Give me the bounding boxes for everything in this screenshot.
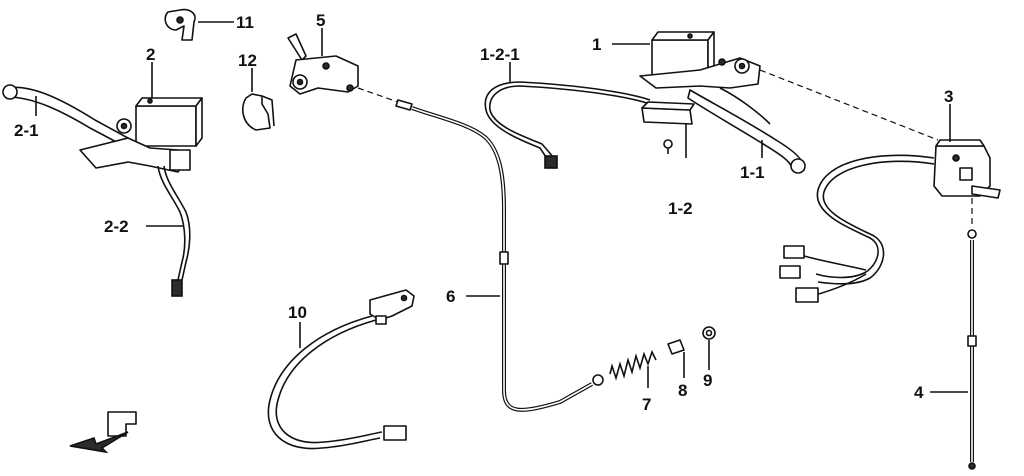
part-9-nut (702, 326, 716, 340)
callout-1-2-1: 1-2-1 (480, 45, 520, 64)
callout-12: 12 (238, 51, 257, 70)
part-6-brake-cable (395, 99, 604, 412)
callout-3: 3 (944, 87, 953, 106)
callout-1: 1 (592, 35, 601, 54)
part-1-2-brake-switch (641, 101, 695, 154)
part-3-throttle-housing (779, 139, 1001, 303)
part-4-throttle-cable (967, 229, 977, 470)
part-11-clip (164, 8, 196, 41)
callout-4: 4 (914, 383, 924, 402)
callout-9: 9 (703, 371, 712, 390)
part-5-lever-bracket (287, 33, 399, 103)
callout-6: 6 (446, 287, 455, 306)
part-10-switch-wire (267, 289, 415, 450)
callout-8: 8 (678, 381, 687, 400)
callout-labels: 2 2-1 2-2 11 12 5 1-2-1 1 1-2 1-1 3 4 6 … (14, 11, 953, 414)
part-1-2-1-switch-wire (484, 81, 651, 169)
part-1-master-cylinder-right (639, 31, 939, 174)
callout-1-1: 1-1 (740, 163, 765, 182)
callout-11: 11 (236, 13, 254, 32)
callout-10: 10 (288, 303, 307, 322)
callout-2-1: 2-1 (14, 121, 39, 140)
front-direction-arrow-icon (69, 411, 137, 454)
callout-1-2: 1-2 (668, 199, 693, 218)
callout-7: 7 (642, 395, 651, 414)
part-7-spring (609, 349, 657, 381)
callout-2: 2 (146, 45, 155, 64)
callout-2-2: 2-2 (104, 217, 129, 236)
leader-lines (35, 21, 968, 393)
part-12-holder (242, 93, 275, 131)
callout-5: 5 (316, 11, 325, 30)
part-8-adjuster (667, 339, 685, 355)
part-2-master-cylinder-left (2, 84, 203, 297)
